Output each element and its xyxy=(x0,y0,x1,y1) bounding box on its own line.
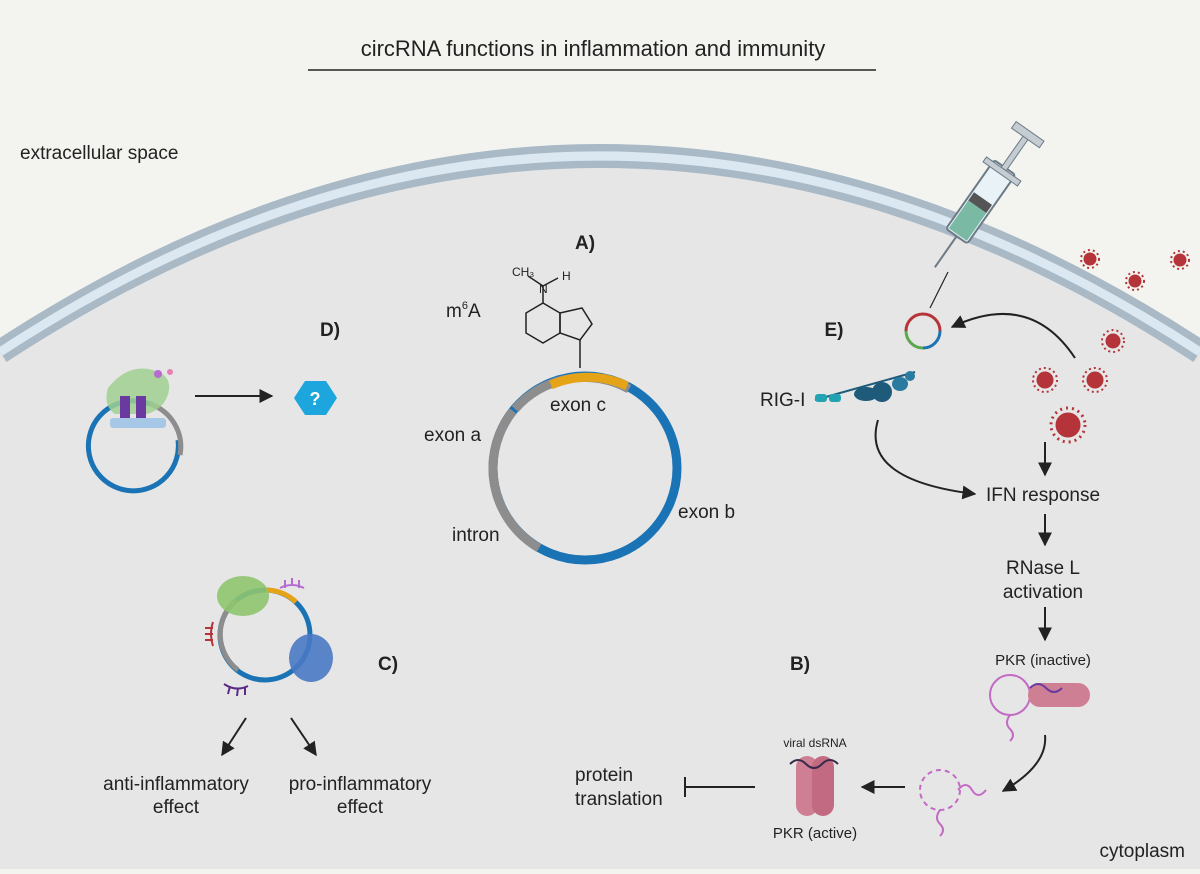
virus-icon-4 xyxy=(1101,329,1125,353)
exon-a-label: exon a xyxy=(424,425,481,446)
panel-d-label: D) xyxy=(320,320,340,341)
syringe-icon xyxy=(934,120,1045,268)
cytoplasm-label: cytoplasm xyxy=(1099,841,1185,862)
unknown-hexagon-label: ? xyxy=(310,389,321,409)
syringe-fluid xyxy=(948,200,987,241)
virus-group xyxy=(1032,249,1190,444)
n-amine-label: N xyxy=(539,282,548,296)
rig1-helicase-1 xyxy=(854,387,878,401)
m6a-label: m6A xyxy=(446,300,481,322)
rig1-tip xyxy=(905,371,915,381)
panel-a-label: A) xyxy=(575,233,595,254)
rig1-protein xyxy=(814,371,916,402)
exon-a-segment xyxy=(488,408,542,552)
cytoplasm-area xyxy=(0,156,1200,869)
syringe-pointer-line xyxy=(929,271,949,309)
syringe-needle xyxy=(934,235,958,268)
pkr-inactive-body xyxy=(1028,683,1090,707)
virus-icon-3 xyxy=(1170,250,1190,270)
rig1-helicase-2 xyxy=(872,382,892,402)
injected-circrna-red xyxy=(904,312,942,332)
protein-translation-label: protein xyxy=(575,765,633,786)
dissociated-tail xyxy=(936,809,944,837)
ifn-response-label: IFN response xyxy=(986,485,1100,506)
virus-icon-1 xyxy=(1080,249,1100,269)
pkr-inactive-protein xyxy=(989,674,1090,742)
rig1-label: RIG-I xyxy=(760,390,805,411)
h-label: H xyxy=(562,269,571,283)
pkr-inactive-tail xyxy=(1006,714,1014,742)
modification-dot-2 xyxy=(167,369,173,375)
panel-e-label: E) xyxy=(825,320,844,341)
pkr-active-subunit-2 xyxy=(812,756,834,816)
rnase-l-label: RNase L xyxy=(1006,558,1080,579)
h-bond xyxy=(542,277,559,287)
circrna-d xyxy=(85,368,184,494)
viral-dsrna-strand xyxy=(789,759,839,769)
injected-circrna-blue xyxy=(922,330,942,350)
cell-membrane-core xyxy=(0,151,1200,356)
protein-subunit-2 xyxy=(136,396,146,420)
circrna-c xyxy=(205,576,333,697)
purine-ring-5 xyxy=(559,307,593,341)
panel-b-label: B) xyxy=(790,654,810,675)
exon-c-label: exon c xyxy=(550,395,606,416)
pro-inflammatory-arrow xyxy=(290,717,317,757)
ribosome-bar xyxy=(110,418,166,428)
protein-translation-label-2: translation xyxy=(575,789,663,810)
syringe-flange xyxy=(982,156,1022,187)
green-protein xyxy=(217,576,269,616)
exon-b-label: exon b xyxy=(678,502,735,523)
m6a-molecule xyxy=(525,275,593,368)
modification-dot-1 xyxy=(154,370,162,378)
viral-dsrna-label: viral dsRNA xyxy=(783,736,846,750)
mirna-dark-purple xyxy=(223,683,249,697)
syringe-plunger-head xyxy=(968,192,993,214)
pkr-inactive-label: PKR (inactive) xyxy=(995,652,1091,669)
rig1-to-ifn-arrow xyxy=(874,419,977,500)
rnase-activation-label: activation xyxy=(1003,582,1083,603)
mirna-red xyxy=(205,621,214,647)
panel-c-label: C) xyxy=(378,654,398,675)
circrna-a xyxy=(488,371,682,565)
rig1-card-2 xyxy=(829,394,841,402)
syringe-thumb-rest xyxy=(1010,120,1045,149)
virus-icon-5 xyxy=(1032,367,1058,393)
injected-circrna xyxy=(904,312,942,350)
virus-icon-2 xyxy=(1125,271,1145,291)
extracellular-space-label: extracellular space xyxy=(20,143,178,164)
ch3-label: CH₃ xyxy=(512,265,534,279)
pkr-inactive-strand xyxy=(1029,683,1063,693)
pkr-activation-arrow xyxy=(1001,734,1047,792)
pkr-active-dimer xyxy=(789,756,839,816)
virus-icon-6 xyxy=(1082,367,1108,393)
mirna-purple-top xyxy=(279,578,305,589)
pro-inflammatory-label: pro-inflammatory xyxy=(289,774,432,795)
virus-icon-7 xyxy=(1049,406,1087,444)
blue-protein xyxy=(289,634,333,682)
protein-subunit-1 xyxy=(120,396,130,420)
dissociated-strand xyxy=(957,784,987,796)
virus-to-circrna-arrow xyxy=(950,313,1076,359)
intron-label: intron xyxy=(452,525,500,546)
exon-c-segment xyxy=(549,372,629,391)
rig1-ctd xyxy=(892,377,908,391)
page-title: circRNA functions in inflammation and im… xyxy=(361,36,826,61)
rig1-card-1 xyxy=(815,394,827,402)
pkr-dissociated-rna xyxy=(919,769,987,837)
methyl-bond xyxy=(527,275,544,287)
anti-inflammatory-arrow xyxy=(221,717,247,757)
anti-inflammatory-label: anti-inflammatory xyxy=(103,774,249,795)
unknown-hexagon-icon xyxy=(294,381,337,415)
anti-inflammatory-label-2: effect xyxy=(153,797,200,818)
pkr-active-label: PKR (active) xyxy=(773,825,857,842)
injected-circrna-green xyxy=(904,330,924,350)
pro-inflammatory-label-2: effect xyxy=(337,797,384,818)
